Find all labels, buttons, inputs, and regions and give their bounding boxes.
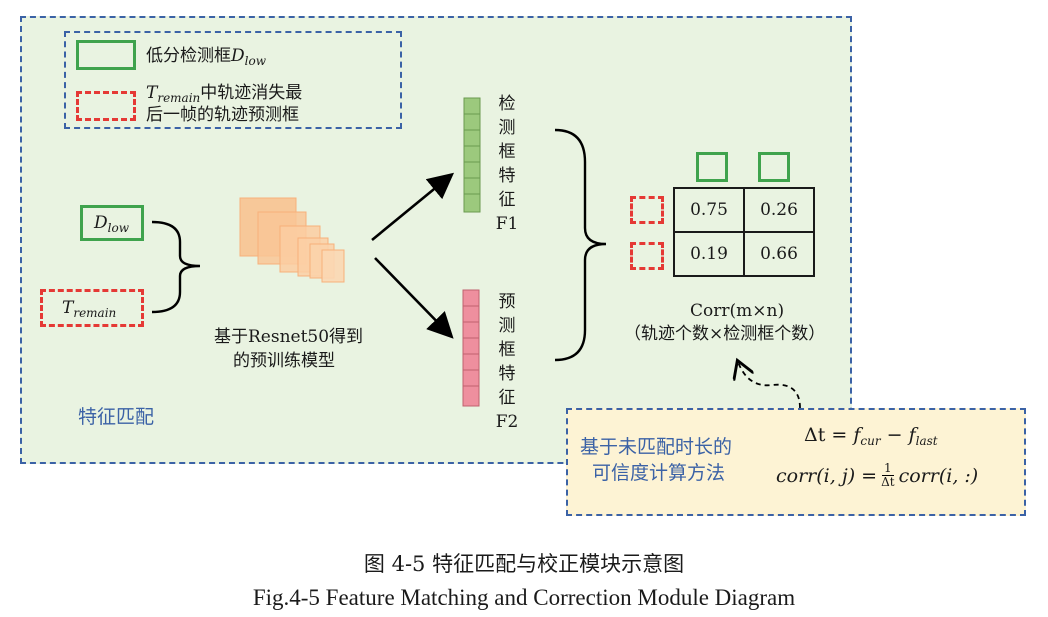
legend-trk-label-line1: Tremain中轨迹消失最: [146, 82, 302, 109]
correlation-matrix: 0.75 0.26 0.19 0.66: [673, 187, 815, 277]
input-t-remain-box: [40, 289, 144, 327]
legend-trk-text1: 中轨迹消失最: [200, 83, 303, 103]
matrix-row-header-1: [630, 196, 664, 224]
eq1-f1-sub: cur: [860, 434, 881, 448]
eq2-lhs: corr(i, j) =: [776, 464, 878, 487]
f1-char-0: 检: [498, 94, 516, 114]
input-t-sub: remain: [73, 306, 117, 320]
f1-char-1: 测: [498, 118, 516, 138]
dashed-arrow: [738, 362, 801, 409]
input-d-low-label: Dlow: [94, 212, 129, 239]
f2-char-3: 特: [498, 364, 516, 384]
f2-char-1: 测: [498, 316, 516, 336]
input-d-var: D: [94, 213, 108, 233]
f2-char-2: 框: [498, 340, 516, 360]
legend-trk-sub: remain: [157, 91, 201, 105]
matrix-cell: 0.19: [673, 231, 745, 277]
input-d-low-box: [80, 205, 144, 241]
caption-chinese: 图 4-5 特征匹配与校正模块示意图: [363, 552, 685, 576]
legend-low-var: D: [231, 46, 245, 66]
model-layers-icon: [239, 197, 345, 283]
f1-char-3: 特: [498, 166, 516, 186]
input-brace: [151, 220, 201, 314]
matrix-row-header-2: [630, 242, 664, 270]
equation-delta-t: Δt = fcur − flast: [804, 424, 938, 452]
model-label-line2: 的预训练模型: [233, 351, 335, 371]
confidence-text-line2: 可信度计算方法: [592, 462, 726, 484]
f1-char-4: 征: [498, 190, 516, 210]
input-d-sub: low: [107, 221, 129, 235]
matrix-col-header-1: [696, 152, 728, 182]
input-t-var: T: [62, 298, 74, 318]
feature-brace: [554, 128, 607, 362]
matrix-label-line1: Corr(m×n): [690, 301, 785, 321]
matrix-cell: 0.75: [673, 187, 745, 233]
legend-box: [64, 31, 402, 129]
eq1-f1: f: [853, 424, 861, 446]
eq1-f2-sub: last: [915, 434, 938, 448]
eq2-rhs: corr(i, :): [898, 464, 979, 487]
legend-low-text: 低分检测框: [146, 46, 231, 66]
matrix-cell: 0.66: [743, 231, 815, 277]
legend-trk-var: T: [146, 83, 158, 103]
f2-char-4: 征: [498, 388, 516, 408]
arrow-to-f2: [374, 257, 454, 339]
arrow-to-f1: [371, 172, 455, 242]
legend-low-box-label: 低分检测框Dlow: [146, 45, 266, 72]
legend-trk-label-line2: 后一帧的轨迹预测框: [146, 105, 299, 125]
matrix-cell: 0.26: [743, 187, 815, 233]
f2-char-0: 预: [498, 292, 516, 312]
section-label: 特征匹配: [78, 406, 155, 428]
legend-green-box-icon: [76, 40, 136, 70]
equation-corr: corr(i, j) = 1 Δt corr(i, :): [776, 462, 978, 489]
legend-red-box-icon: [76, 91, 136, 121]
eq1-minus: −: [880, 424, 909, 446]
f1-char-5: F1: [495, 214, 519, 234]
confidence-method-box: [566, 408, 1026, 516]
matrix-label-line2: （轨迹个数×检测框个数）: [624, 324, 826, 344]
feature1-label: 检 测 框 特 征 F1: [490, 92, 524, 236]
feature-f2-bar: [462, 289, 480, 407]
model-label-line1: 基于Resnet50得到: [214, 327, 364, 347]
caption-english: Fig.4-5 Feature Matching and Correction …: [252, 585, 796, 610]
eq2-fraction: 1 Δt: [881, 462, 895, 489]
confidence-text-line1: 基于未匹配时长的: [580, 436, 733, 458]
legend-low-sub: low: [244, 54, 266, 68]
eq2-num: 1: [882, 461, 894, 476]
input-t-remain-label: Tremain: [62, 297, 116, 324]
feature-f1-bar: [463, 97, 481, 213]
f2-char-5: F2: [495, 412, 519, 432]
feature2-label: 预 测 框 特 征 F2: [490, 290, 524, 434]
f1-char-2: 框: [498, 142, 516, 162]
matrix-col-header-2: [758, 152, 790, 182]
eq1-lhs: Δt =: [804, 424, 854, 446]
eq2-den: Δt: [881, 475, 895, 489]
eq1-f2: f: [908, 424, 916, 446]
